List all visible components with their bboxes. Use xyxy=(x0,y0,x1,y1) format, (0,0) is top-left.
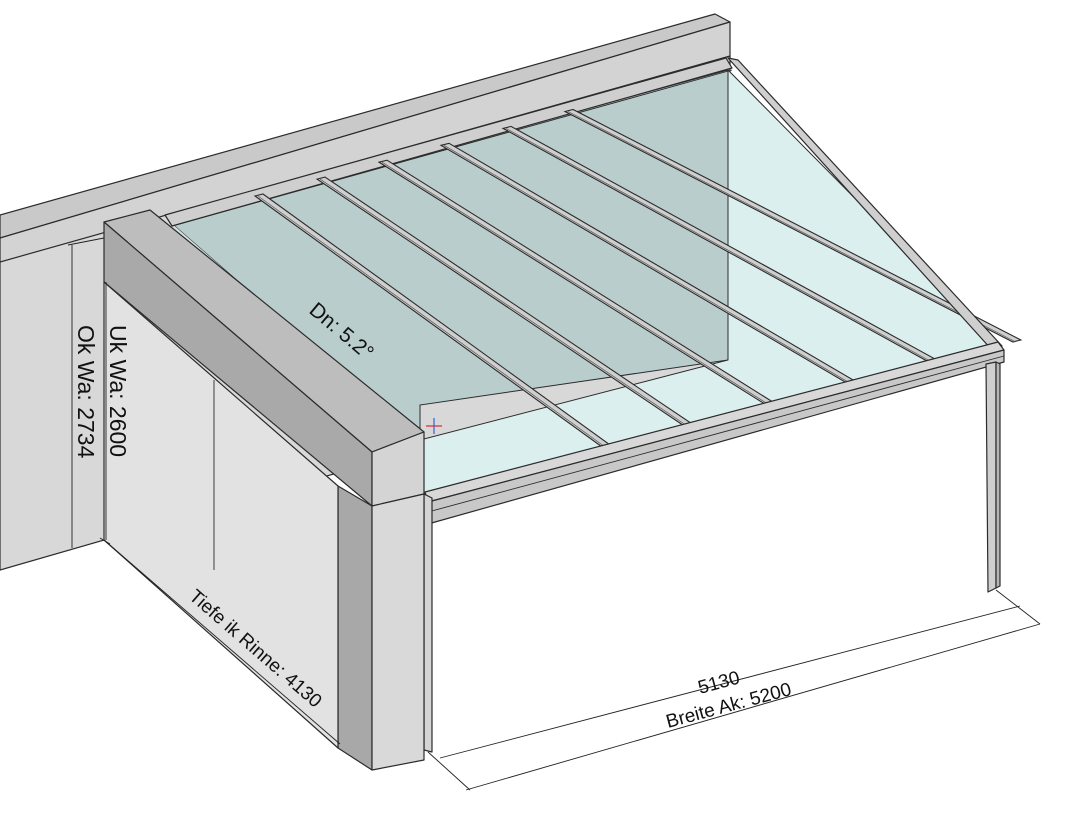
post-right xyxy=(985,361,1001,593)
rafter xyxy=(563,108,1023,343)
rafter-edge xyxy=(381,161,770,406)
wall-connection-profile xyxy=(164,57,733,227)
rafter-right-edge xyxy=(727,57,1003,351)
rafter-edge xyxy=(567,111,1017,343)
dimensions xyxy=(67,237,1041,791)
gutter-line xyxy=(427,355,1005,513)
post-left xyxy=(423,493,433,753)
post-right-side xyxy=(995,361,1001,589)
dim-line-width-inner xyxy=(439,605,1021,759)
dim-line-width-outer xyxy=(465,623,1041,791)
rafter-edge xyxy=(443,144,852,385)
rafters xyxy=(253,108,1023,448)
side-wall xyxy=(103,281,339,749)
concrete-pillar xyxy=(103,209,425,771)
wall-cap-front xyxy=(0,21,731,263)
dim-line-depth xyxy=(103,539,341,745)
wall-top-height-label: Ok Wa: 2734 xyxy=(73,325,99,459)
rafter-edge xyxy=(505,128,934,364)
dim-ext-right xyxy=(995,589,1041,625)
rafter-edge xyxy=(319,178,688,427)
post-right-front xyxy=(985,361,997,593)
pillar-side xyxy=(337,485,373,771)
dim-ext-left xyxy=(427,751,471,791)
cursor-crosshair xyxy=(426,418,442,434)
rafter-edge xyxy=(257,195,606,448)
pillar-front xyxy=(371,493,425,771)
wall-bottom-height-label: Uk Wa: 2600 xyxy=(105,325,131,457)
dim-tick-top xyxy=(67,237,105,246)
dim-tick-depth-a xyxy=(99,537,111,545)
